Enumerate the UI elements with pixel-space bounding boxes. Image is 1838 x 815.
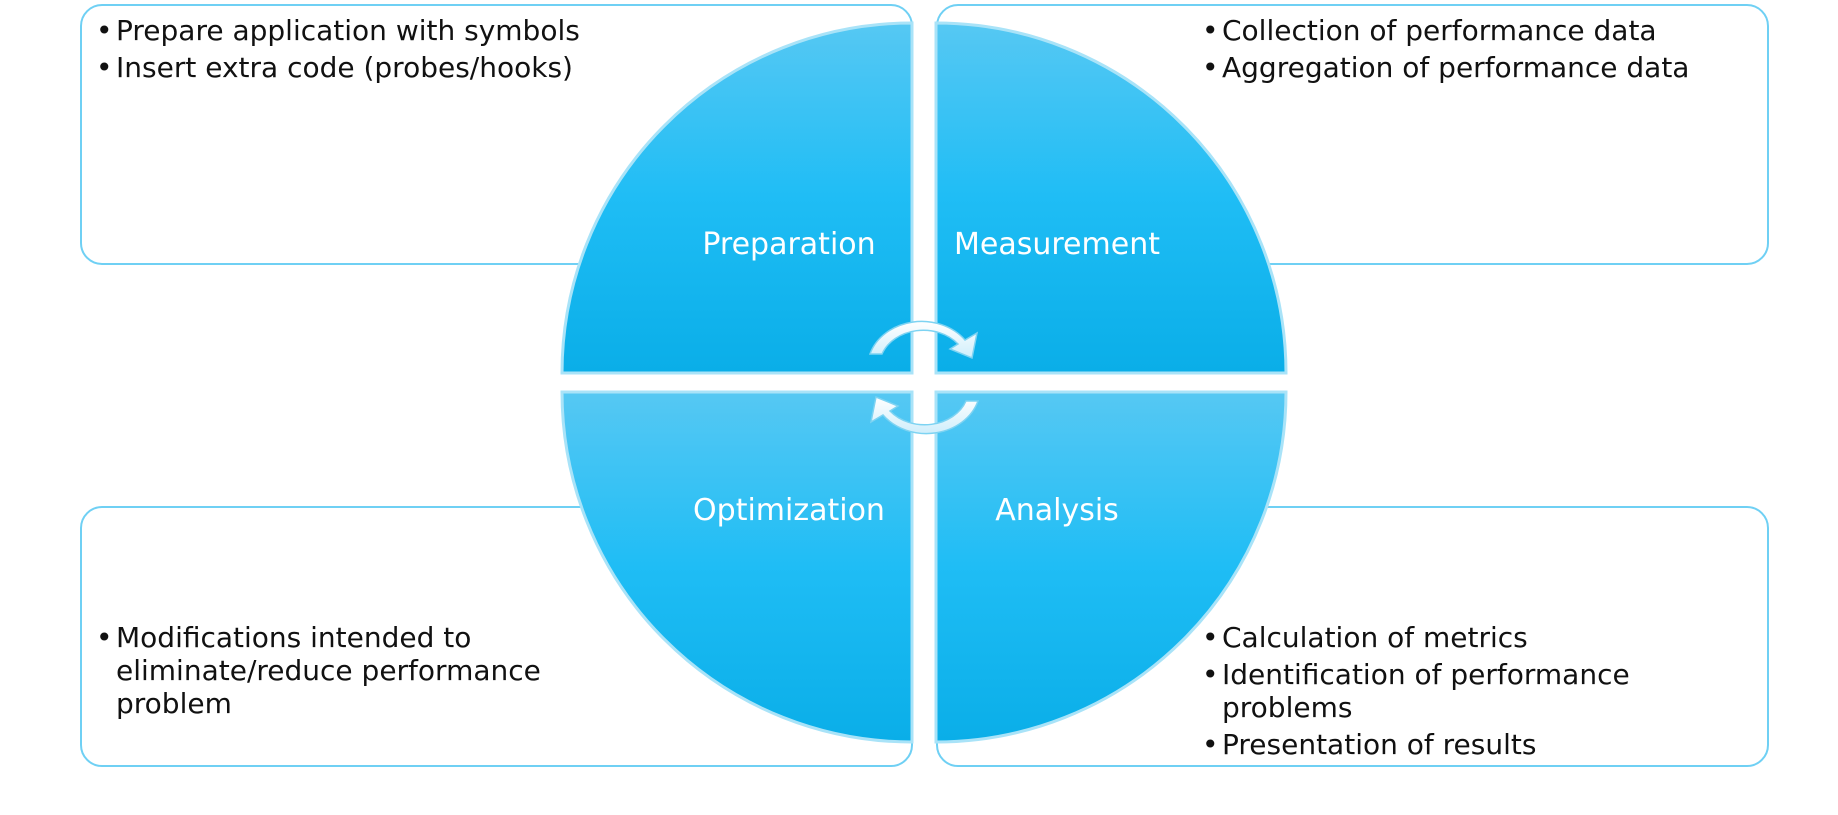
optimization-bullet-list: Modifications intended to eliminate/redu…: [96, 621, 596, 724]
bullet-item: Insert extra code (probes/hooks): [96, 51, 656, 84]
bullet-item: Calculation of metrics: [1202, 621, 1722, 654]
bullet-item: Prepare application with symbols: [96, 14, 656, 47]
cycle-arrows-icon: [868, 320, 980, 435]
analysis-label: Analysis: [995, 493, 1119, 528]
bullet-item: Aggregation of performance data: [1202, 51, 1762, 84]
bullet-item: Collection of performance data: [1202, 14, 1762, 47]
measurement-label: Measurement: [954, 227, 1160, 262]
preparation-label: Preparation: [702, 227, 876, 262]
analysis-bullet-list: Calculation of metrics Identification of…: [1202, 621, 1722, 765]
measurement-quadrant: [934, 21, 1288, 375]
preparation-quadrant: [560, 21, 914, 375]
bullet-item: Identification of performance problems: [1202, 658, 1722, 724]
optimization-label: Optimization: [693, 493, 885, 528]
bullet-item: Modifications intended to eliminate/redu…: [96, 621, 596, 720]
bullet-item: Presentation of results: [1202, 728, 1722, 761]
analysis-quadrant: [934, 390, 1288, 744]
optimization-quadrant: [560, 390, 914, 744]
preparation-bullet-list: Prepare application with symbols Insert …: [96, 14, 656, 88]
measurement-bullet-list: Collection of performance data Aggregati…: [1202, 14, 1762, 88]
